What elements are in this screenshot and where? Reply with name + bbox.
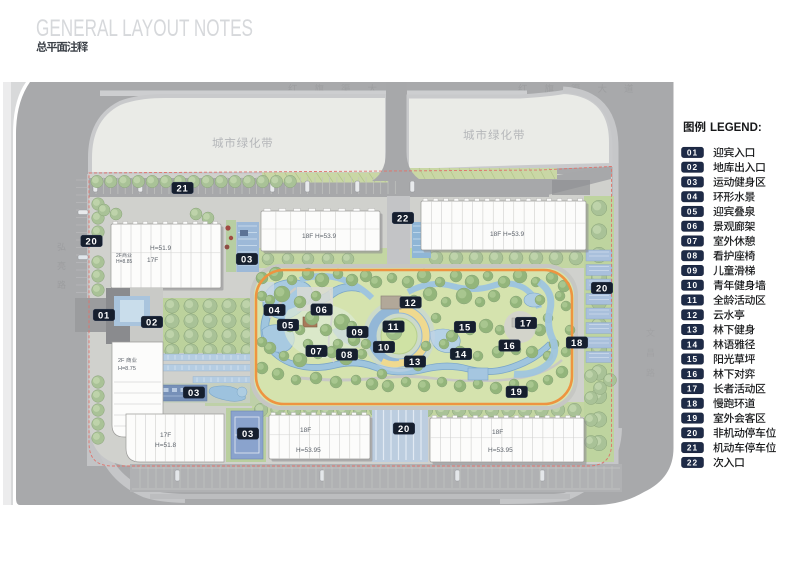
svg-text:20: 20: [398, 423, 410, 434]
svg-text:20: 20: [687, 428, 698, 438]
svg-text:20: 20: [85, 235, 97, 246]
svg-text:19: 19: [511, 386, 523, 397]
svg-text:H=8.75: H=8.75: [118, 366, 136, 372]
svg-text:04: 04: [687, 192, 698, 202]
svg-text:12: 12: [405, 297, 417, 308]
svg-text:H=53.95: H=53.95: [296, 447, 321, 454]
svg-text:17: 17: [687, 384, 698, 394]
svg-text:21: 21: [687, 443, 698, 453]
svg-text:08: 08: [687, 251, 698, 261]
svg-text:07: 07: [687, 236, 698, 246]
svg-text:11: 11: [388, 321, 400, 332]
svg-text:03: 03: [241, 253, 253, 264]
svg-text:H=51.8: H=51.8: [155, 442, 177, 449]
svg-text:H=51.9: H=51.9: [150, 245, 172, 252]
svg-text:16: 16: [687, 369, 698, 379]
svg-text:02: 02: [146, 316, 158, 327]
svg-text:12: 12: [687, 310, 698, 320]
svg-text:13: 13: [409, 356, 421, 367]
svg-text:14: 14: [687, 339, 698, 349]
svg-text:11: 11: [687, 295, 698, 305]
svg-text:10: 10: [378, 341, 390, 352]
svg-text:10: 10: [687, 280, 698, 290]
svg-text:04: 04: [268, 304, 280, 315]
svg-text:21: 21: [176, 182, 188, 193]
svg-text:20: 20: [596, 282, 608, 293]
svg-text:18F H=53.9: 18F H=53.9: [490, 231, 525, 238]
svg-text:03: 03: [687, 177, 698, 187]
svg-text:17F: 17F: [160, 432, 171, 439]
svg-text:14: 14: [455, 348, 467, 359]
svg-text:LEGEND:: LEGEND:: [710, 122, 762, 134]
svg-text:GENERAL LAYOUT NOTES: GENERAL LAYOUT NOTES: [36, 15, 253, 42]
svg-text:15: 15: [459, 321, 471, 332]
svg-text:22: 22: [687, 457, 698, 467]
svg-text:02: 02: [687, 162, 698, 172]
svg-text:17F: 17F: [147, 257, 158, 264]
svg-text:16: 16: [503, 340, 515, 351]
svg-text:01: 01: [687, 147, 698, 157]
svg-text:18: 18: [687, 398, 698, 408]
svg-text:09: 09: [687, 266, 698, 276]
svg-text:18F H=53.9: 18F H=53.9: [302, 233, 337, 240]
svg-text:01: 01: [98, 309, 110, 320]
svg-text:05: 05: [687, 206, 698, 216]
svg-text:15: 15: [687, 354, 698, 364]
svg-text:2F: 2F: [116, 253, 122, 259]
svg-text:H=8.85: H=8.85: [116, 259, 132, 265]
svg-text:08: 08: [341, 349, 353, 360]
svg-text:H=53.95: H=53.95: [488, 447, 513, 454]
svg-text:09: 09: [351, 326, 363, 337]
svg-text:13: 13: [687, 325, 698, 335]
svg-text:07: 07: [310, 345, 322, 356]
svg-text:18F: 18F: [492, 429, 503, 436]
svg-text:2F: 2F: [118, 358, 125, 364]
svg-text:06: 06: [687, 221, 698, 231]
svg-text:03: 03: [188, 387, 200, 398]
svg-text:18F: 18F: [300, 427, 311, 434]
svg-text:18: 18: [571, 337, 583, 348]
svg-text:05: 05: [282, 319, 294, 330]
svg-text:17: 17: [520, 317, 532, 328]
svg-text:06: 06: [316, 304, 328, 315]
svg-text:03: 03: [242, 428, 254, 439]
svg-text:22: 22: [397, 212, 409, 223]
svg-text:19: 19: [687, 413, 698, 423]
